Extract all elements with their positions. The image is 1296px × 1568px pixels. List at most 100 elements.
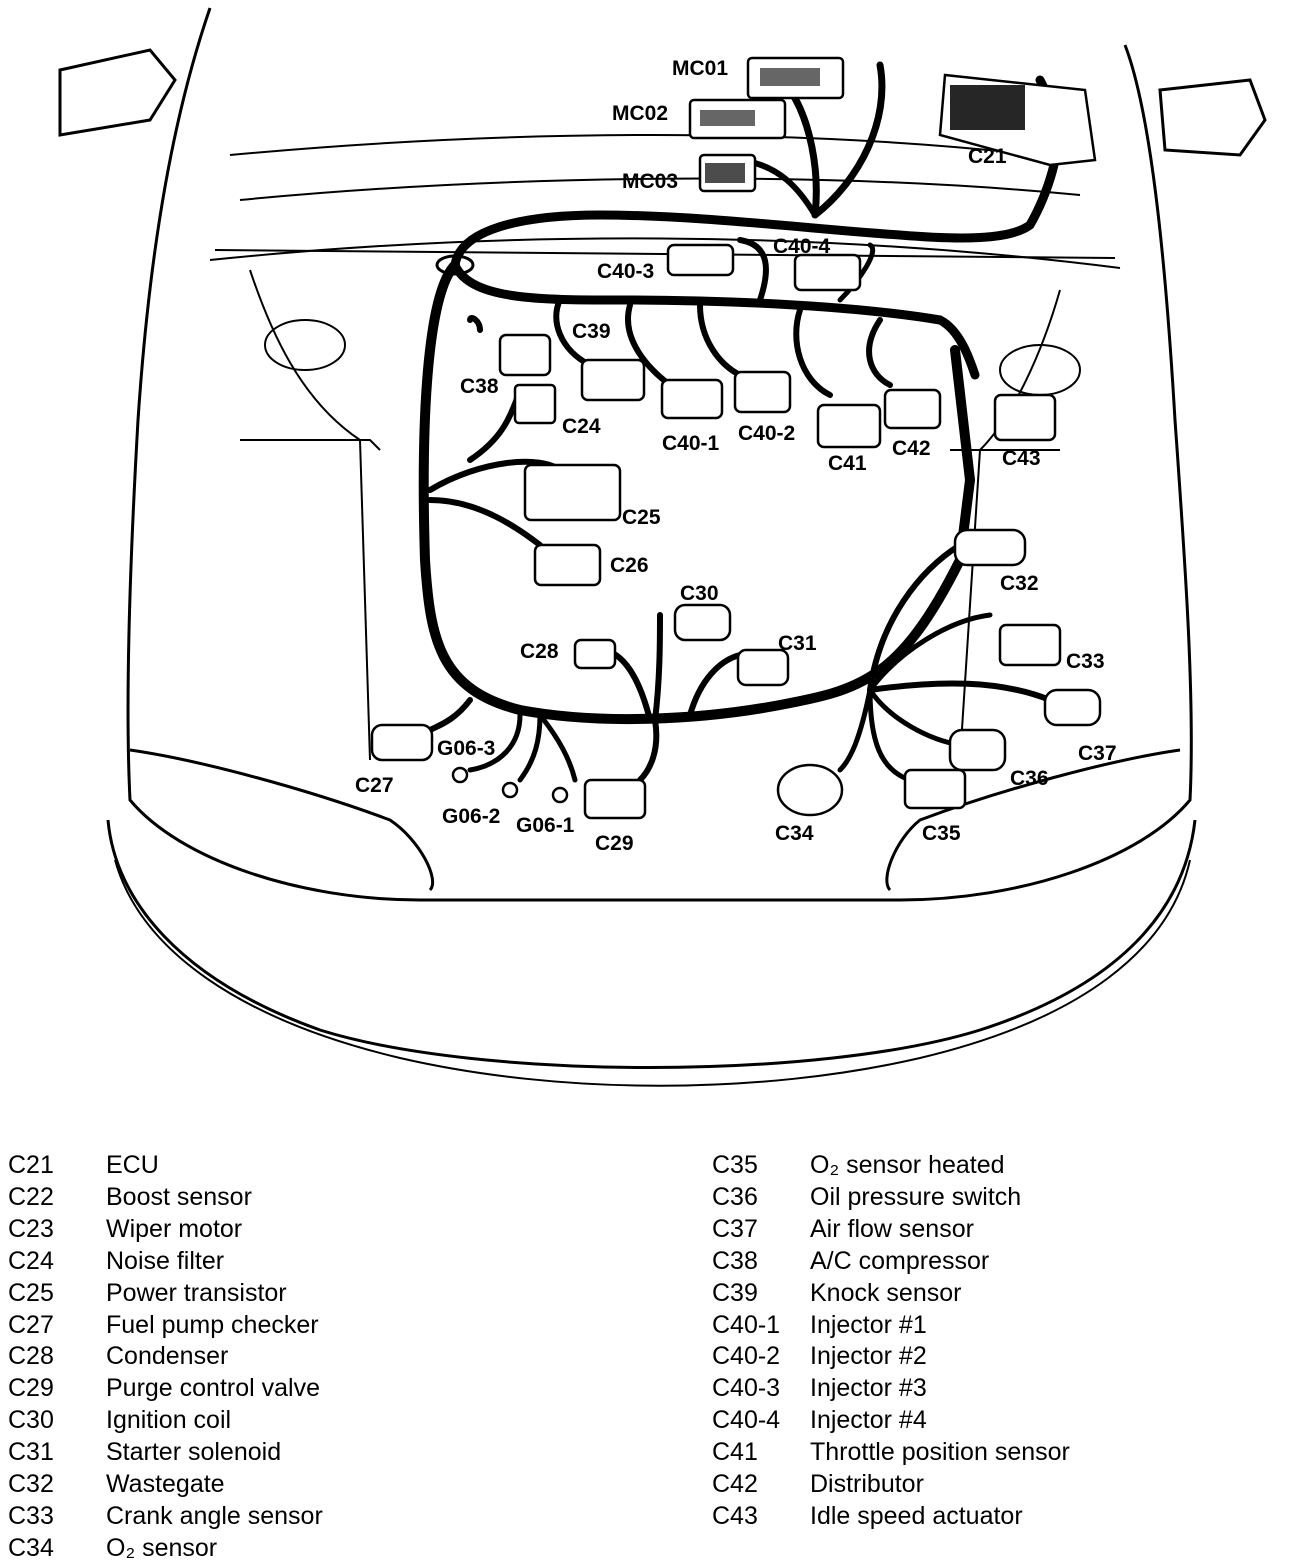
legend-description: ECU xyxy=(106,1151,159,1179)
legend-code: C27 xyxy=(8,1310,54,1339)
legend-code: C42 xyxy=(712,1470,758,1499)
legend-row: C21 ECU xyxy=(8,1150,323,1182)
label-c29: C29 xyxy=(595,832,634,855)
label-c39: C39 xyxy=(572,320,611,343)
label-c32: C32 xyxy=(1000,572,1039,595)
legend-description: Injector #1 xyxy=(810,1310,927,1339)
label-c37: C37 xyxy=(1078,742,1117,765)
legend-description: Knock sensor xyxy=(810,1278,962,1307)
legend-row: C41 Throttle position sensor xyxy=(712,1437,1070,1469)
connector-c32 xyxy=(953,528,1027,567)
connector-c40-3 xyxy=(666,243,735,277)
connector-c28 xyxy=(573,638,617,670)
legend-code: C38 xyxy=(712,1246,758,1275)
label-g06-3: G06-3 xyxy=(437,737,495,760)
connector-c37 xyxy=(1043,688,1102,727)
legend-description: Power transistor xyxy=(106,1278,287,1307)
legend-description: A/C compressor xyxy=(810,1246,990,1275)
connector-c34 xyxy=(776,763,844,817)
legend-code: C39 xyxy=(712,1278,758,1307)
legend-description: Crank angle sensor xyxy=(106,1501,323,1530)
ground-g06-3 xyxy=(451,766,469,784)
legend-row: C38 A/C compressor xyxy=(712,1246,1070,1278)
connector-labels: MC01 MC02 MC03 C21 C40-3 C40-4 C39 C38 C… xyxy=(355,57,1117,855)
connector-c43 xyxy=(993,393,1057,442)
label-mc02: MC02 xyxy=(612,102,668,125)
legend-row: C43 Idle speed actuator xyxy=(712,1501,1070,1533)
legend-code: C37 xyxy=(712,1214,758,1243)
legend-row: C32 Wastegate xyxy=(8,1469,323,1501)
legend-description: Condenser xyxy=(106,1342,229,1371)
legend-description: Purge control valve xyxy=(106,1374,321,1403)
label-c40-2: C40-2 xyxy=(738,422,795,445)
legend-description: Injector #3 xyxy=(810,1374,927,1403)
legend-description: Injector #4 xyxy=(810,1406,927,1435)
connector-c40-1 xyxy=(660,378,724,420)
connector-c42 xyxy=(883,388,942,430)
label-c33: C33 xyxy=(1066,650,1105,673)
legend-description: Throttle position sensor xyxy=(810,1438,1070,1467)
label-c35: C35 xyxy=(922,822,961,845)
connector-c25 xyxy=(523,463,622,522)
grommet xyxy=(435,254,475,276)
ground-g06-1 xyxy=(551,786,569,804)
legend-code: C36 xyxy=(712,1182,758,1211)
legend-code: C41 xyxy=(712,1438,758,1467)
label-c30: C30 xyxy=(680,582,719,605)
legend-description: Air flow sensor xyxy=(810,1214,974,1243)
legend-code: C40-1 xyxy=(712,1310,781,1339)
label-c34: C34 xyxy=(775,822,814,845)
connector-c41 xyxy=(816,403,882,449)
legend-description: Injector #2 xyxy=(810,1342,927,1371)
legend-description: Wastegate xyxy=(106,1470,225,1499)
label-c24: C24 xyxy=(562,415,601,438)
legend-code: C21 xyxy=(8,1151,54,1179)
legend-code: C24 xyxy=(8,1246,54,1275)
legend-code: C22 xyxy=(8,1182,54,1211)
car-body-outline xyxy=(58,7,1267,1087)
legend-row: C37 Air flow sensor xyxy=(712,1214,1070,1246)
label-c38: C38 xyxy=(460,375,499,398)
connector-c26 xyxy=(533,543,602,587)
connector-shapes xyxy=(370,56,1102,820)
label-g06-1: G06-1 xyxy=(516,814,575,837)
legend-code: C28 xyxy=(8,1342,54,1371)
legend-description: Fuel pump checker xyxy=(106,1310,319,1339)
legend-description: Wiper motor xyxy=(106,1214,243,1243)
legend-description: Idle speed actuator xyxy=(810,1501,1023,1530)
legend-code: C35 xyxy=(712,1151,758,1179)
engine-harness-diagram: MC01 MC02 MC03 C21 C40-3 C40-4 C39 C38 C… xyxy=(58,7,1267,1087)
label-c28: C28 xyxy=(520,640,559,663)
legend-row: C28 Condenser xyxy=(8,1341,323,1373)
connector-c24 xyxy=(513,383,557,425)
connector-c33 xyxy=(998,623,1062,667)
legend-row: C40-1 Injector #1 xyxy=(712,1310,1070,1342)
connector-c38 xyxy=(498,333,552,377)
legend-description: Boost sensor xyxy=(106,1182,252,1211)
legend-code: C30 xyxy=(8,1406,54,1435)
legend-row: C39 Knock sensor xyxy=(712,1278,1070,1310)
label-mc01: MC01 xyxy=(672,57,728,80)
legend-row: C22 Boost sensor xyxy=(8,1182,323,1214)
connector-c40-4 xyxy=(793,253,862,292)
connector-c36 xyxy=(948,728,1007,772)
connector-c29 xyxy=(583,778,647,820)
legend-code: C43 xyxy=(712,1501,758,1530)
legend-description: Distributor xyxy=(810,1470,924,1499)
connector-c35 xyxy=(903,768,967,810)
legend-description: Noise filter xyxy=(106,1246,225,1275)
label-c40-1: C40-1 xyxy=(662,432,720,455)
legend-code: C34 xyxy=(8,1533,54,1562)
legend-code: C32 xyxy=(8,1470,54,1499)
legend-code: C31 xyxy=(8,1438,54,1467)
legend-row: C42 Distributor xyxy=(712,1469,1070,1501)
connector-c39 xyxy=(580,358,646,402)
